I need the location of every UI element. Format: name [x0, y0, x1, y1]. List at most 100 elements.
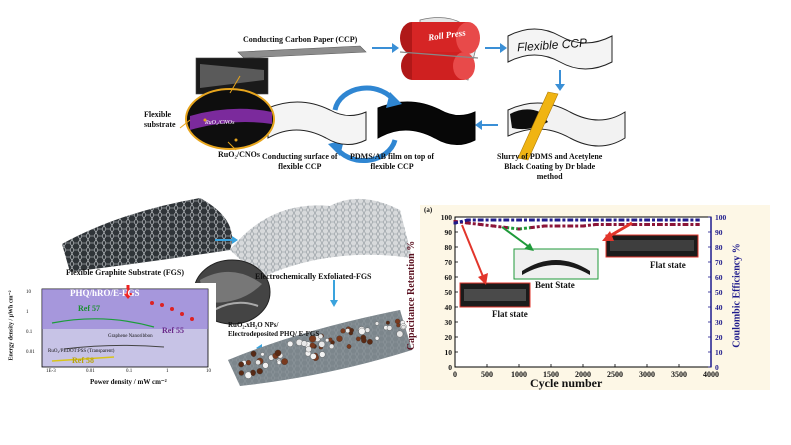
y-tick-label: 70 — [445, 258, 453, 267]
retention-point — [607, 223, 611, 226]
retention-point — [530, 226, 534, 229]
efficiency-point — [543, 218, 547, 222]
y-tick-label: 40 — [445, 303, 453, 312]
retention-point — [671, 223, 675, 226]
nanoparticle — [345, 328, 351, 334]
nanoparticle — [374, 336, 380, 341]
ref-58-label: Ref 58 — [72, 356, 94, 365]
fabrication-diagram-svg: RuO₂/CNOs — [179, 17, 626, 163]
retention-point — [543, 224, 547, 228]
retention-segment — [480, 223, 494, 228]
photo-bent-state — [513, 248, 599, 280]
np-label-line2: Electrodeposited PHQ/ E-FGS — [228, 330, 320, 338]
nanoparticle — [361, 337, 367, 344]
efficiency-point — [696, 218, 700, 222]
retention-point — [479, 223, 483, 226]
retention-point — [696, 223, 700, 226]
nanoparticle — [309, 342, 316, 349]
flexible-substrate-label: Flexible substrate — [144, 110, 176, 129]
photo-flat-state-1 — [459, 282, 531, 308]
efficiency-point — [568, 218, 572, 222]
ragone-points — [51, 301, 194, 362]
x-tick-label: 3000 — [639, 370, 655, 379]
nanoparticle — [355, 336, 361, 342]
nanoparticles — [238, 318, 407, 379]
y-tick-label: 30 — [445, 318, 453, 327]
process-arrow-4 — [475, 120, 498, 130]
x-tick-label: 0 — [453, 370, 457, 379]
ruo2-cnos-label: RuO₂/CNOs — [218, 150, 260, 159]
pdms-film-label: PDMS/AB film on top of flexible CCP — [350, 152, 434, 171]
x-axis-label: Cycle number — [530, 376, 603, 390]
y2-tick-label: 10 — [715, 348, 723, 357]
nanoparticle — [274, 349, 282, 357]
ref-57-label: Ref 57 — [78, 304, 100, 313]
efficiency-point — [594, 218, 598, 222]
nanoparticle — [262, 362, 269, 369]
nanoparticle — [364, 327, 371, 333]
nanoparticle — [367, 338, 373, 345]
retention-segment — [506, 226, 520, 231]
efficiency-point — [581, 218, 585, 222]
efficiency-point — [658, 218, 662, 222]
efficiency-segment — [454, 218, 469, 225]
efficiency-point — [491, 218, 495, 222]
photo-flat-state-2 — [605, 234, 699, 258]
efficiency-point — [619, 218, 623, 222]
efficiency-point — [504, 218, 508, 222]
ragone-xtick: 0.1 — [126, 369, 133, 374]
retention-segment — [582, 223, 596, 228]
retention-point — [581, 224, 585, 228]
y-axis-label: Capacitance Retention % — [406, 240, 418, 351]
y2-tick-label: 0 — [715, 363, 719, 372]
nanoparticle — [340, 328, 346, 334]
flexible-ccp-sheet — [507, 28, 613, 70]
annotation-pedot: RuO₂/PEDOT:PSS (Transparent) — [48, 349, 115, 354]
y-tick-label: 0 — [448, 363, 452, 372]
y2-tick-label: 80 — [715, 243, 723, 252]
nanoparticle — [336, 335, 343, 342]
ragone-title: PHQ/hRO/E-FGS — [70, 288, 140, 298]
nanoparticle — [349, 328, 354, 333]
red-arrow-2 — [602, 221, 633, 241]
retention-point — [619, 223, 623, 226]
x-tick-label: 1500 — [543, 370, 559, 379]
nanoparticle — [318, 333, 324, 339]
strip-label: RuO₂/CNOs — [204, 120, 235, 126]
conducting-surface-label: Conducting surface of flexible CCP — [262, 152, 338, 171]
y2-tick-label: 40 — [715, 303, 723, 312]
y2-tick-label: 50 — [715, 288, 723, 297]
x-tick-label: 4000 — [703, 370, 719, 379]
nanoparticle — [256, 368, 263, 375]
nanoparticle — [301, 340, 308, 347]
flat-state-label-1: Flat state — [492, 309, 528, 319]
y2-tick-label: 20 — [715, 333, 723, 342]
ragone-xtick: 0.01 — [86, 369, 95, 374]
y-tick-label: 80 — [445, 243, 453, 252]
dr-blade-coating — [507, 91, 626, 161]
process-arrow-1 — [372, 43, 399, 53]
efficiency-point — [671, 218, 675, 222]
retention-point — [555, 224, 559, 228]
retention-point — [466, 221, 470, 225]
nanoparticle — [394, 318, 401, 325]
retention-point — [683, 223, 687, 226]
nanoparticle — [358, 327, 366, 335]
process-arrow-3 — [555, 70, 565, 91]
ragone-ytick: 0.01 — [26, 350, 35, 355]
annotation-graphene: Graphene Nanoribbon — [108, 334, 153, 339]
efficiency-point — [466, 218, 470, 222]
nanoparticle — [250, 371, 256, 376]
efficiency-point — [632, 218, 636, 222]
y-tick-label: 90 — [445, 228, 453, 237]
ragone-xlabel: Power density / mW cm⁻² — [90, 378, 167, 386]
flat-state-label-2: Flat state — [650, 260, 686, 270]
nanoparticle — [260, 352, 265, 357]
nanoparticle — [329, 343, 335, 349]
electrode-schematic-svg — [62, 198, 412, 386]
efficiency-point — [645, 218, 649, 222]
ragone-xtick: 1 — [166, 369, 169, 374]
process-arrow-2 — [485, 43, 507, 53]
nanoparticle — [385, 320, 390, 325]
